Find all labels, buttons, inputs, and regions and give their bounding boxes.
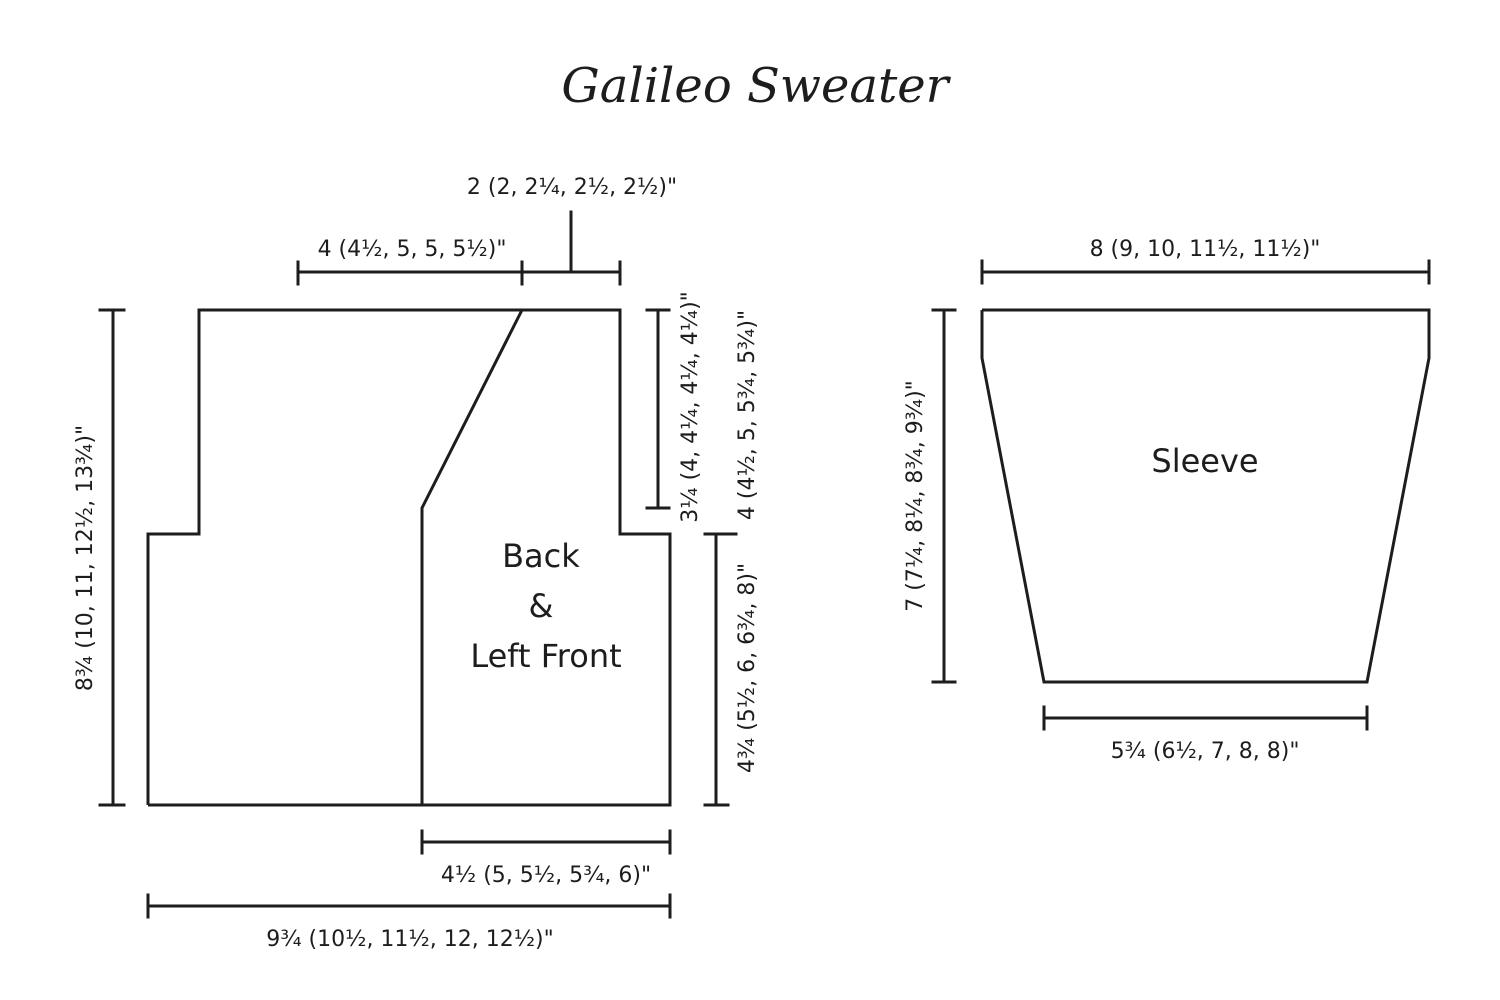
back-outline bbox=[146, 308, 672, 807]
sleeve-outline bbox=[980, 308, 1431, 684]
total-height-dimension: 8¾ (10, 11, 12½, 13¾)" bbox=[73, 308, 126, 807]
left-front-outline bbox=[420, 309, 524, 805]
label-line-ampersand: & bbox=[528, 587, 553, 625]
neck-width-dimension: 2 (2, 2¼, 2½, 2½)" bbox=[467, 175, 677, 286]
sleeve-length-dimension: 7 (7¼, 8¼, 8¾, 9¾)" bbox=[903, 308, 957, 684]
sleeve-top-width-dimension: 8 (9, 10, 11½, 11½)" bbox=[980, 237, 1431, 285]
sleeve-cuff-width-dimension: 5¾ (6½, 7, 8, 8)" bbox=[1042, 705, 1369, 764]
front-width-label: 4½ (5, 5½, 5¾, 6)" bbox=[441, 863, 651, 888]
neck-depth-label: 3¼ (4, 4¼, 4¼, 4¼)" bbox=[678, 291, 703, 523]
side-height-label: 4¾ (5½, 6, 6¾, 8)" bbox=[735, 563, 760, 773]
total-height-label: 8¾ (10, 11, 12½, 13¾)" bbox=[73, 425, 98, 691]
neck-width-label: 2 (2, 2¼, 2½, 2½)" bbox=[467, 175, 677, 200]
back-left-front-piece: Back & Left Front bbox=[146, 308, 672, 807]
sleeve-top-width-label: 8 (9, 10, 11½, 11½)" bbox=[1090, 237, 1321, 262]
armhole-depth-label: 4 (4½, 5, 5¾, 5¾)" bbox=[735, 310, 760, 520]
neck-depth-dimension: 3¼ (4, 4¼, 4¼, 4¼)" bbox=[645, 291, 703, 523]
diagram-title: Galileo Sweater bbox=[561, 58, 951, 114]
shoulder-width-label: 4 (4½, 5, 5, 5½)" bbox=[318, 237, 507, 262]
label-line-left-front: Left Front bbox=[470, 637, 621, 675]
total-width-label: 9¾ (10½, 11½, 12, 12½)" bbox=[266, 927, 554, 952]
sleeve-length-label: 7 (7¼, 8¼, 8¾, 9¾)" bbox=[903, 380, 928, 612]
sleeve-cuff-width-label: 5¾ (6½, 7, 8, 8)" bbox=[1111, 739, 1300, 764]
sleeve-label: Sleeve bbox=[1151, 442, 1258, 480]
armhole-side-dimension: 4 (4½, 5, 5¾, 5¾)" 4¾ (5½, 6, 6¾, 8)" bbox=[703, 310, 760, 807]
front-width-dimension: 4½ (5, 5½, 5¾, 6)" bbox=[420, 829, 672, 888]
back-left-front-label: Back & Left Front bbox=[470, 537, 621, 675]
label-line-back: Back bbox=[502, 537, 580, 575]
shoulder-width-dimension: 4 (4½, 5, 5, 5½)" bbox=[296, 237, 524, 286]
total-width-dimension: 9¾ (10½, 11½, 12, 12½)" bbox=[146, 893, 672, 952]
sleeve-piece: Sleeve bbox=[980, 308, 1431, 684]
